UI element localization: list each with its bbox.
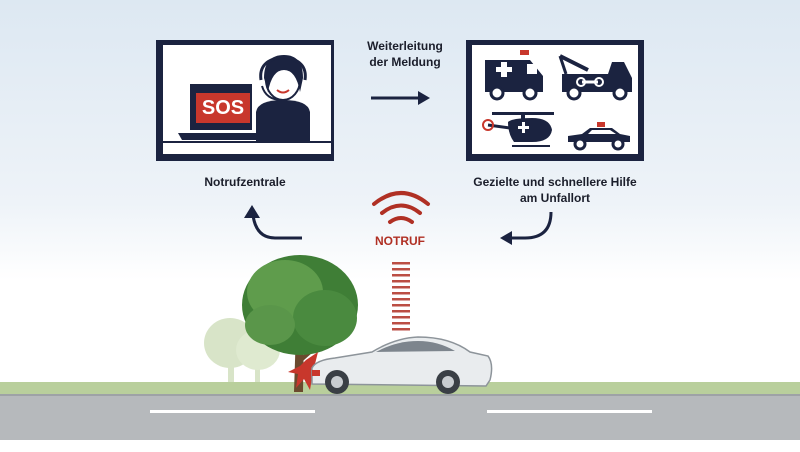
police-car-icon xyxy=(568,122,630,151)
background-tree xyxy=(204,318,280,385)
impact-burst xyxy=(288,352,328,390)
road-edge xyxy=(0,394,800,396)
sos-screen-label: SOS xyxy=(196,93,250,123)
lane-marking xyxy=(150,410,315,413)
signal-bars xyxy=(392,262,410,331)
rescue-services-panel xyxy=(466,40,644,161)
forward-arrow-icon xyxy=(371,91,430,105)
signal-waves-icon xyxy=(372,191,430,224)
rescue-help-label-line2: am Unfallort xyxy=(519,191,590,205)
crashed-car xyxy=(311,336,493,394)
forwarding-label: Weiterleitung der Meldung xyxy=(340,38,470,70)
rescue-help-label-line1: Gezielte und schnellere Hilfe xyxy=(473,175,637,189)
lane-marking xyxy=(487,410,652,413)
forwarding-label-line1: Weiterleitung xyxy=(367,39,443,53)
emergency-call-label: NOTRUF xyxy=(375,234,425,248)
ambulance-icon xyxy=(485,50,543,101)
helicopter-icon xyxy=(482,112,554,147)
curved-arrow-to-site-icon xyxy=(500,211,553,245)
curved-arrow-to-center-icon xyxy=(244,205,302,240)
rescue-help-label: Gezielte und schnellere Hilfe am Unfallo… xyxy=(450,174,660,206)
road xyxy=(0,394,800,440)
grass-strip xyxy=(0,382,800,394)
road-bottom xyxy=(0,440,800,452)
crash-tree xyxy=(242,255,358,392)
forwarding-label-line2: der Meldung xyxy=(369,55,441,69)
call-center-label: Notrufzentrale xyxy=(204,175,286,189)
tow-truck-icon xyxy=(558,54,632,101)
